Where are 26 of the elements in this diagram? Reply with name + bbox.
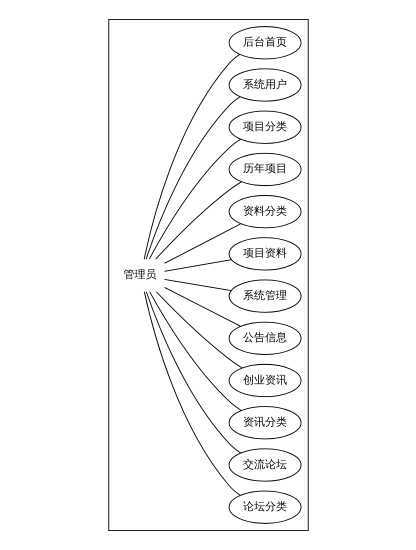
node-ellipse: 系统管理 (228, 280, 301, 313)
connector (143, 291, 240, 496)
node-ellipse: 论坛分类 (228, 490, 301, 524)
connector (164, 223, 241, 264)
connector (164, 259, 232, 272)
node-ellipse: 项目资料 (228, 237, 301, 270)
node-ellipse: 交流论坛 (228, 448, 301, 482)
connector (148, 138, 241, 260)
connector (143, 54, 240, 260)
node-ellipse: 资料分类 (228, 195, 301, 228)
connector (148, 291, 242, 412)
node-ellipse: 后台首页 (228, 26, 301, 60)
node-ellipse: 系统用户 (228, 68, 301, 102)
connector (164, 278, 232, 291)
node-ellipse: 创业资讯 (228, 364, 301, 398)
cluster (108, 19, 308, 531)
connector (164, 286, 240, 327)
node-text: 管理员 (123, 268, 156, 282)
node-ellipse: 资讯分类 (228, 406, 301, 440)
connector (145, 96, 240, 260)
node-ellipse: 公告信息 (228, 322, 301, 355)
node-ellipse: 项目分类 (228, 110, 301, 144)
node-ellipse: 历年项目 (228, 152, 301, 186)
connector (145, 291, 241, 454)
connector (154, 181, 242, 260)
connector (156, 291, 242, 368)
